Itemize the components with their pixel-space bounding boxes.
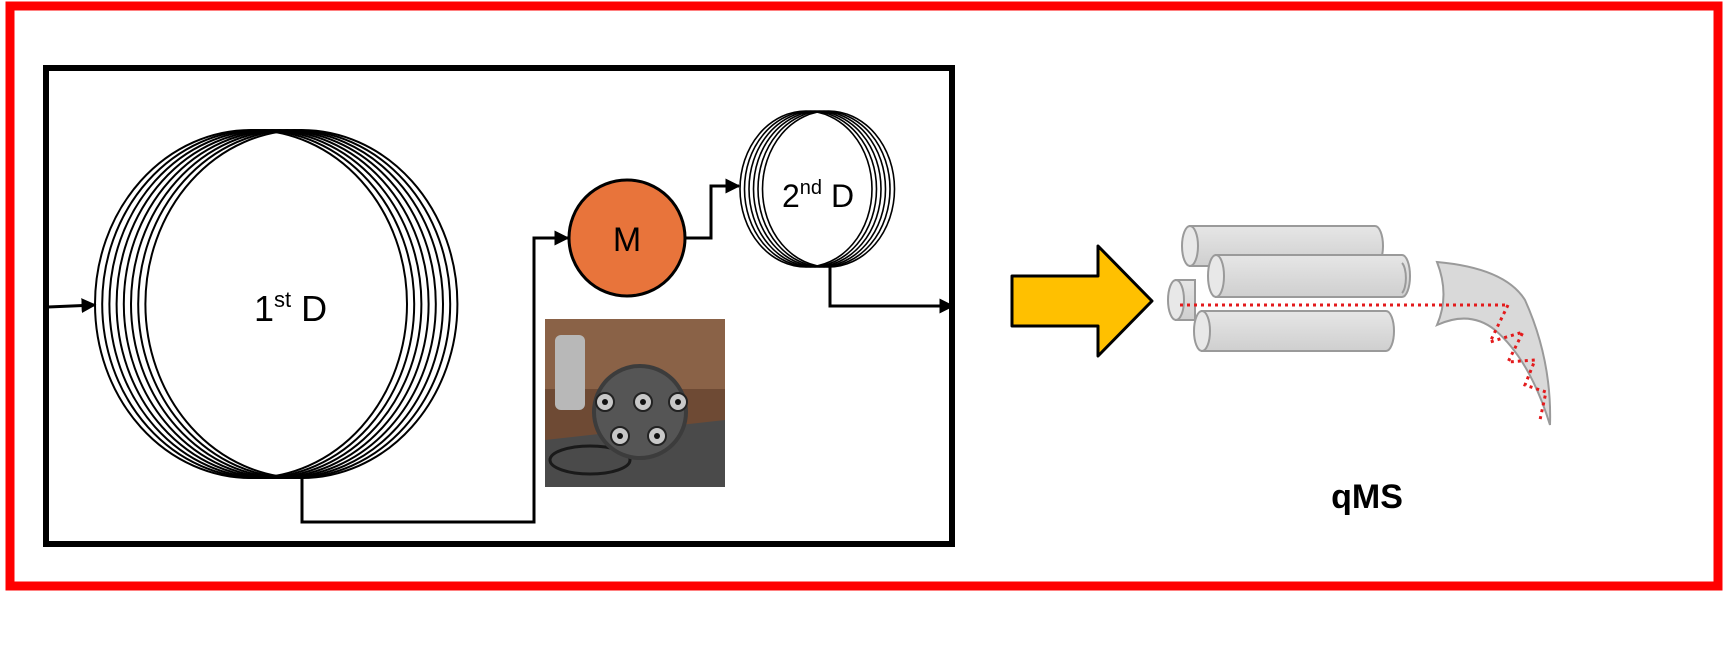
coil-loop (94, 129, 408, 479)
first-column-coil-icon (94, 129, 459, 479)
outer-frame (5, 1, 1723, 591)
transfer-arrow-icon (1010, 244, 1154, 358)
second-to-outlet-line (828, 266, 955, 314)
quadrupole-rods-icon (1167, 225, 1411, 352)
ion-path (1180, 303, 1548, 421)
modulator-to-second-line (684, 178, 741, 240)
second-dimension-label: 2nd D (782, 177, 854, 214)
first-to-modulator-line (300, 230, 570, 524)
flow-lines (47, 178, 955, 524)
inlet-arrow (47, 298, 97, 314)
detector-label: qMS (1331, 478, 1403, 516)
electron-multiplier-icon (1435, 260, 1552, 426)
gc-oven-box (43, 65, 955, 547)
modulator-label: M (613, 221, 641, 259)
modulator-photo (545, 319, 725, 487)
modulator-circle (567, 178, 687, 298)
second-column-coil-icon (739, 110, 896, 268)
first-dimension-label: 1st D (254, 287, 327, 329)
